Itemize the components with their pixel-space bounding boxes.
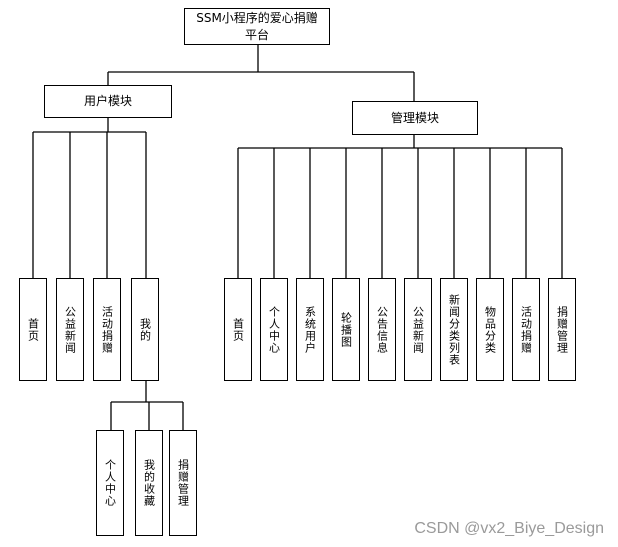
admin-child-label: 物品分类 [483,305,497,354]
admin-child-label: 公益新闻 [411,305,425,354]
user-child-label: 首页 [26,317,40,342]
admin-child-label: 个人中心 [267,305,281,354]
admin-child-node-item-categories: 物品分类 [476,278,504,381]
user-module-label: 用户模块 [83,94,132,108]
mine-child-node-favorites: 我的收藏 [135,430,163,536]
root-label: SSM小程序的爱心捐赠平台 [196,10,318,42]
admin-child-label: 首页 [231,317,245,342]
mine-child-node-profile: 个人中心 [96,430,124,536]
user-child-label: 公益新闻 [63,305,77,354]
admin-child-label: 新闻分类列表 [447,293,461,366]
root-node: SSM小程序的爱心捐赠平台 [184,8,330,45]
mine-child-label: 我的收藏 [142,459,156,507]
admin-child-node-system-users: 系统用户 [296,278,324,381]
user-child-label: 活动捐赠 [100,305,114,354]
user-child-label: 我的 [138,317,152,342]
admin-child-label: 捐赠管理 [555,305,569,354]
admin-child-label: 轮播图 [339,311,353,348]
watermark-text: CSDN @vx2_Biye_Design [414,520,604,537]
admin-module-label: 管理模块 [390,110,439,125]
user-child-node-donation: 活动捐赠 [93,278,121,381]
user-module-node: 用户模块 [44,85,172,118]
mine-child-node-donation-mgmt: 捐赠管理 [169,430,197,536]
admin-child-node-home: 首页 [224,278,252,381]
admin-child-node-profile: 个人中心 [260,278,288,381]
admin-child-label: 公告信息 [375,305,389,354]
admin-child-node-carousel: 轮播图 [332,278,360,381]
mine-child-label: 捐赠管理 [176,459,190,507]
user-child-node-news: 公益新闻 [56,278,84,381]
admin-child-node-news: 公益新闻 [404,278,432,381]
admin-child-node-donation-activities: 活动捐赠 [512,278,540,381]
admin-child-label: 活动捐赠 [519,305,533,354]
user-child-node-home: 首页 [19,278,47,381]
admin-child-node-donation-mgmt: 捐赠管理 [548,278,576,381]
user-child-node-mine: 我的 [131,278,159,381]
admin-child-label: 系统用户 [303,305,317,354]
mine-child-label: 个人中心 [103,459,117,507]
admin-child-node-announcements: 公告信息 [368,278,396,381]
admin-child-node-news-categories: 新闻分类列表 [440,278,468,381]
admin-module-node: 管理模块 [352,101,478,135]
